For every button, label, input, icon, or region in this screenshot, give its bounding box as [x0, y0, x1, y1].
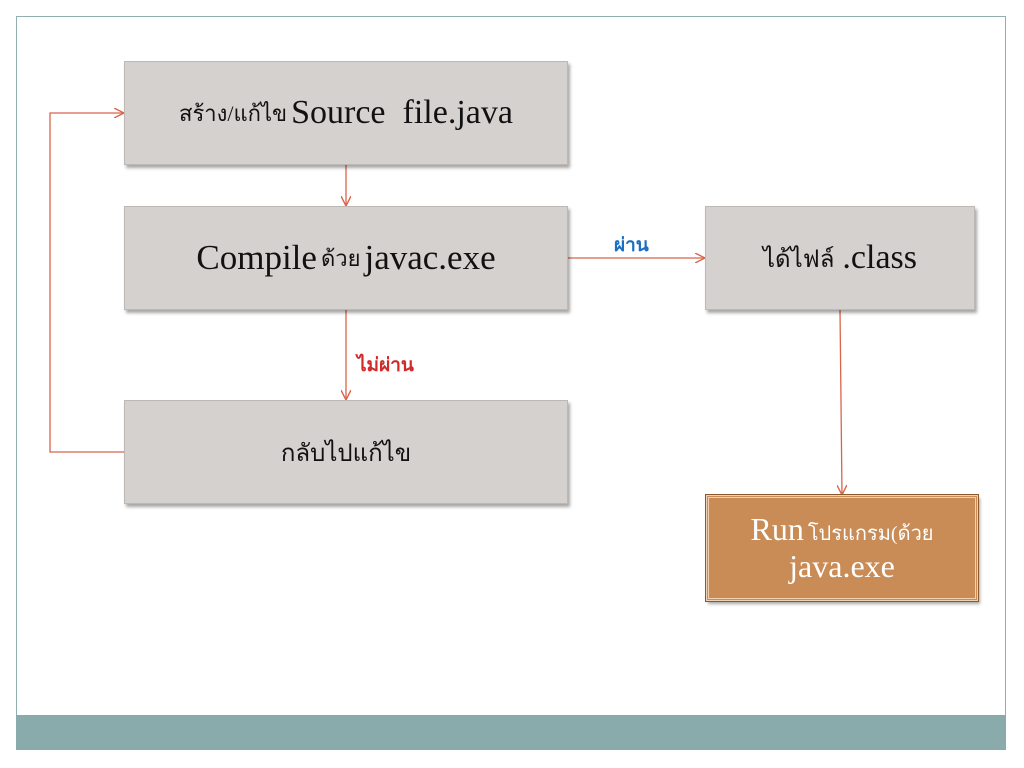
node-fix-thai: กลับไปแก้ไข	[280, 440, 412, 467]
node-run-line1: Run โปรแกรม(ด้วย	[750, 511, 933, 548]
node-class-file: ได้ไฟล์ .class	[705, 206, 975, 310]
node-compile: Compile ด้วย javac.exe	[124, 206, 568, 310]
node-compile-latin: Compile	[196, 238, 317, 277]
node-compile-thai: ด้วย	[320, 245, 361, 271]
node-fix: กลับไปแก้ไข	[124, 400, 568, 504]
node-run-line2: java.exe	[789, 548, 895, 584]
node-edit-thai: สร้าง/แก้ไข	[179, 100, 288, 126]
arrow-fix-loop-back	[49, 113, 124, 453]
edge-label-fail: ไม่ผ่าน	[357, 354, 414, 376]
node-class-latin: .class	[842, 239, 918, 276]
node-compile-tool: javac.exe	[364, 238, 496, 277]
footer-band	[16, 715, 1006, 750]
arrow-class-to-run	[840, 309, 842, 494]
edge-label-pass: ผ่าน	[614, 234, 649, 256]
node-run-thai: โปรแกรม(ด้วย	[807, 523, 934, 546]
node-run: Run โปรแกรม(ด้วย java.exe	[705, 494, 979, 602]
node-edit-source: สร้าง/แก้ไข Source file.java	[124, 61, 568, 165]
node-class-thai: ได้ไฟล์	[762, 246, 835, 273]
node-edit-latin: Source file.java	[291, 94, 513, 131]
node-run-latin: Run	[750, 511, 804, 548]
